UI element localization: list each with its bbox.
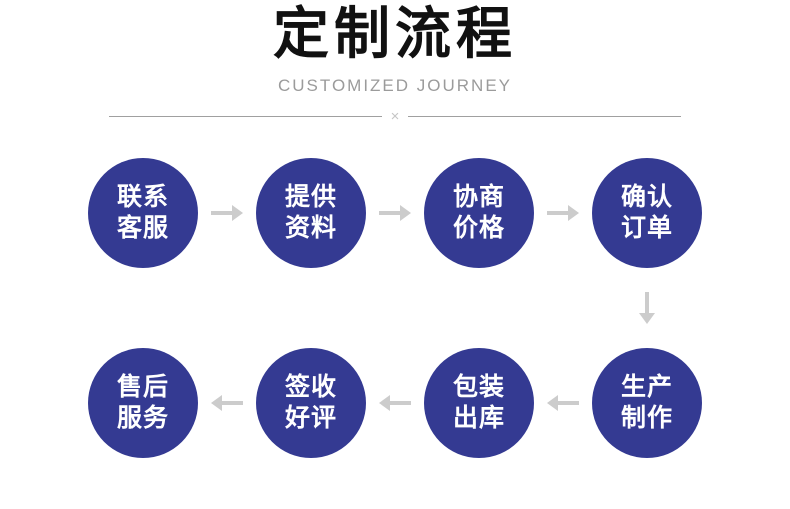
step-contact-service: 联系 客服 bbox=[88, 158, 198, 269]
step-sign-and-review: 签收 好评 bbox=[256, 348, 366, 459]
arrow-right-icon bbox=[198, 205, 256, 222]
step-label-line: 服务 bbox=[116, 404, 169, 433]
step-label-line: 订单 bbox=[620, 214, 673, 243]
page-title: 定制流程 bbox=[273, 2, 517, 65]
step-negotiate-price: 协商 价格 bbox=[424, 158, 534, 269]
step-label-line: 协商 bbox=[452, 183, 505, 212]
page-subtitle: CUSTOMIZED JOURNEY bbox=[277, 76, 513, 96]
step-confirm-order: 确认 订单 bbox=[592, 158, 702, 269]
title-divider: × bbox=[109, 108, 682, 126]
step-label-line: 联系 bbox=[116, 183, 169, 212]
arrow-left-icon bbox=[534, 395, 592, 412]
step-label-line: 确认 bbox=[620, 183, 673, 212]
divider-line-right bbox=[408, 116, 682, 118]
flow-row-top: 联系 客服 提供 资料 协商 价格 bbox=[0, 158, 790, 269]
flow-connector-row bbox=[88, 268, 702, 348]
process-flow: 联系 客服 提供 资料 协商 价格 bbox=[0, 158, 790, 459]
step-label-line: 制作 bbox=[620, 404, 673, 433]
step-label-line: 出库 bbox=[452, 404, 505, 433]
arrow-left-icon bbox=[198, 395, 256, 412]
step-after-sales-service: 售后 服务 bbox=[88, 348, 198, 459]
step-label-line: 生产 bbox=[620, 373, 673, 402]
divider-x-mark: × bbox=[390, 108, 400, 126]
step-provide-materials: 提供 资料 bbox=[256, 158, 366, 269]
arrow-right-icon bbox=[534, 205, 592, 222]
divider-line-left bbox=[109, 116, 382, 118]
flow-row-bottom: 售后 服务 签收 好评 包装 出库 bbox=[0, 348, 790, 459]
step-label-line: 好评 bbox=[284, 404, 337, 433]
step-production: 生产 制作 bbox=[592, 348, 702, 459]
step-label-line: 提供 bbox=[284, 183, 337, 212]
step-packing-and-shipping: 包装 出库 bbox=[424, 348, 534, 459]
step-label-line: 资料 bbox=[284, 214, 337, 243]
step-label-line: 客服 bbox=[116, 214, 169, 243]
arrow-down-icon bbox=[592, 268, 702, 348]
step-label-line: 价格 bbox=[452, 214, 505, 243]
step-label-line: 售后 bbox=[116, 373, 169, 402]
arrow-left-icon bbox=[366, 395, 424, 412]
arrow-right-icon bbox=[366, 205, 424, 222]
step-label-line: 包装 bbox=[452, 373, 505, 402]
step-label-line: 签收 bbox=[284, 373, 337, 402]
